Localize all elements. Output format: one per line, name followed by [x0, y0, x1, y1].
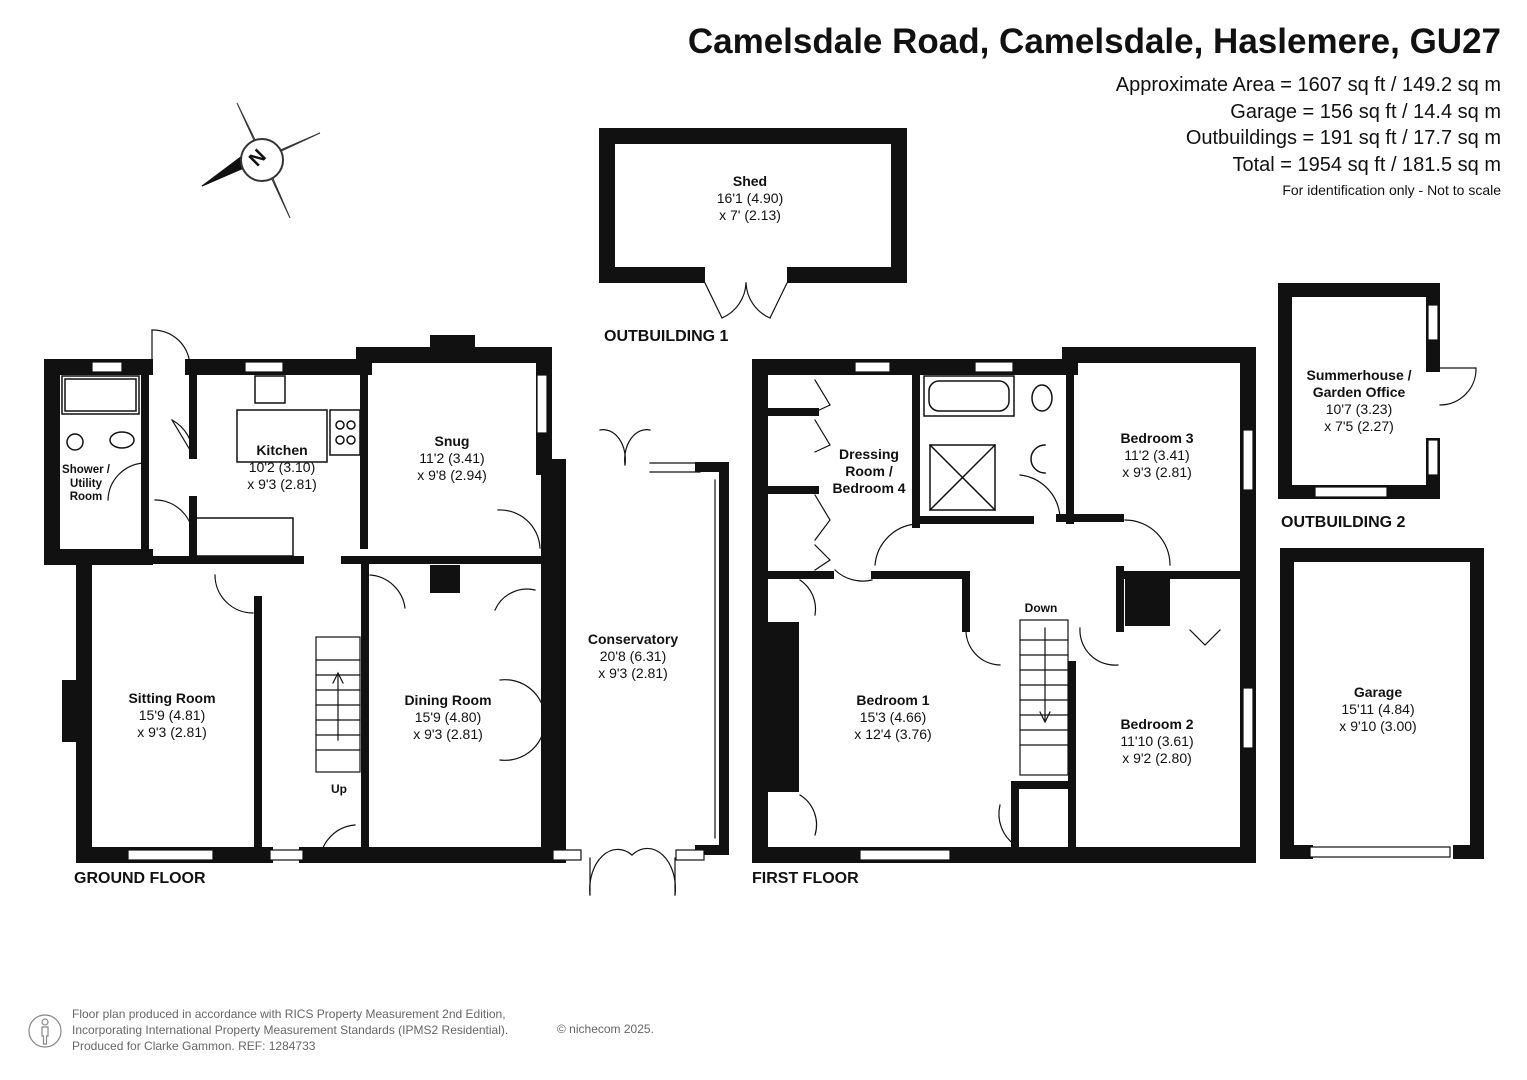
conservatory-walls — [541, 462, 729, 855]
summerhouse-windows — [1314, 304, 1477, 498]
room-name: Shower / Utility Room — [62, 464, 110, 503]
room-name: Dressing Room / Bedroom 4 — [832, 446, 906, 496]
area-garage: Garage = 156 sq ft / 14.4 sq m — [1230, 100, 1501, 123]
room-name: Bedroom 3 — [1120, 430, 1194, 446]
room-dims: 11'2 (3.41) x 9'8 (2.94) — [417, 450, 487, 483]
room-snug: Snug 11'2 (3.41) x 9'8 (2.94) — [417, 433, 487, 484]
first-floor-walls — [752, 347, 1256, 863]
room-name: Snug — [434, 433, 470, 449]
room-name: Bedroom 1 — [856, 692, 930, 708]
shed-walls — [599, 128, 907, 283]
room-bedroom1: Bedroom 1 15'3 (4.66) x 12'4 (3.76) — [854, 692, 931, 743]
room-dining: Dining Room 15'9 (4.80) x 9'3 (2.81) — [404, 692, 491, 743]
person-icon — [28, 1014, 62, 1048]
footer-line: Floor plan produced in accordance with R… — [72, 1007, 506, 1021]
room-sitting: Sitting Room 15'9 (4.81) x 9'3 (2.81) — [128, 690, 215, 741]
room-name: Summerhouse / Garden Office — [1306, 367, 1412, 400]
room-dims: 15'9 (4.80) x 9'3 (2.81) — [413, 709, 483, 742]
stairs-up-label: Up — [331, 782, 347, 796]
room-shower-utility: Shower / Utility Room — [62, 464, 110, 505]
footer-line: Produced for Clarke Gammon. REF: 1284733 — [72, 1039, 316, 1053]
room-dims: 16'1 (4.90) x 7' (2.13) — [716, 190, 784, 223]
section-outbuilding-1: OUTBUILDING 1 — [604, 328, 729, 345]
conservatory-glazing — [649, 462, 721, 839]
area-outbuildings: Outbuildings = 191 sq ft / 17.7 sq m — [1185, 127, 1501, 149]
ground-fixtures — [61, 375, 361, 557]
page-title: Camelsdale Road, Camelsdale, Haslemere, … — [687, 22, 1501, 61]
section-outbuilding-2: OUTBUILDING 2 — [1281, 514, 1406, 531]
garage-door — [1309, 846, 1451, 858]
room-summerhouse: Summerhouse / Garden Office 10'7 (3.23) … — [1306, 367, 1411, 435]
room-dims: 15'11 (4.84) x 9'10 (3.00) — [1339, 701, 1417, 734]
room-shed: Shed 16'1 (4.90) x 7' (2.13) — [717, 173, 784, 224]
room-name: Sitting Room — [128, 690, 216, 706]
copyright: © nichecom 2025. — [557, 1022, 654, 1036]
room-name: Garage — [1353, 684, 1403, 700]
room-dims: 11'2 (3.41) x 9'3 (2.81) — [1122, 447, 1192, 480]
ground-floor-inner-walls — [141, 359, 554, 851]
first-floor-inner-walls — [760, 356, 1244, 854]
shed-door — [704, 282, 788, 319]
room-name: Shed — [732, 173, 768, 189]
first-floor-doors — [799, 379, 1221, 846]
room-bedroom3: Bedroom 3 11'2 (3.41) x 9'3 (2.81) — [1120, 430, 1193, 481]
ground-stairs — [315, 636, 361, 773]
garage-walls — [1280, 548, 1484, 859]
room-name: Bedroom 2 — [1120, 716, 1194, 732]
room-dims: 15'9 (4.81) x 9'3 (2.81) — [137, 707, 207, 740]
footer-line: Incorporating International Property Mea… — [72, 1023, 509, 1037]
room-dims: 20'8 (6.31) x 9'3 (2.81) — [598, 648, 668, 681]
stairs-down-label: Down — [1024, 601, 1058, 615]
bathroom-fixtures — [923, 375, 1053, 512]
area-approximate: Approximate Area = 1607 sq ft / 149.2 sq… — [1115, 74, 1501, 96]
section-first-floor: FIRST FLOOR — [752, 870, 859, 887]
ground-windows — [91, 361, 705, 861]
room-conservatory: Conservatory 20'8 (6.31) x 9'3 (2.81) — [588, 631, 678, 682]
room-dims: 10'2 (3.10) x 9'3 (2.81) — [247, 459, 317, 492]
section-ground-floor: GROUND FLOOR — [74, 870, 206, 887]
room-garage: Garage 15'11 (4.84) x 9'10 (3.00) — [1339, 684, 1416, 735]
first-windows — [854, 361, 1254, 861]
area-summary: Approximate Area = 1607 sq ft / 149.2 sq… — [1116, 72, 1501, 202]
room-dressing: Dressing Room / Bedroom 4 — [832, 446, 905, 497]
scale-note: For identification only - Not to scale — [1282, 182, 1501, 198]
room-dims: 10'7 (3.23) x 7'5 (2.27) — [1324, 401, 1394, 434]
footer-notes: Floor plan produced in accordance with R… — [72, 1006, 508, 1054]
area-total: Total = 1954 sq ft / 181.5 sq m — [1232, 153, 1502, 176]
ground-floor-doors — [107, 329, 676, 896]
room-name: Conservatory — [587, 631, 679, 647]
room-name: Dining Room — [404, 692, 492, 708]
room-bedroom2: Bedroom 2 11'10 (3.61) x 9'2 (2.80) — [1120, 716, 1193, 767]
room-dims: 15'3 (4.66) x 12'4 (3.76) — [854, 709, 932, 742]
ground-floor-walls — [44, 347, 566, 863]
first-stairs — [1019, 619, 1069, 776]
room-dims: 11'10 (3.61) x 9'2 (2.80) — [1120, 733, 1194, 766]
room-name: Kitchen — [256, 442, 308, 458]
room-kitchen: Kitchen 10'2 (3.10) x 9'3 (2.81) — [247, 442, 317, 493]
compass-rose-icon — [201, 102, 321, 219]
